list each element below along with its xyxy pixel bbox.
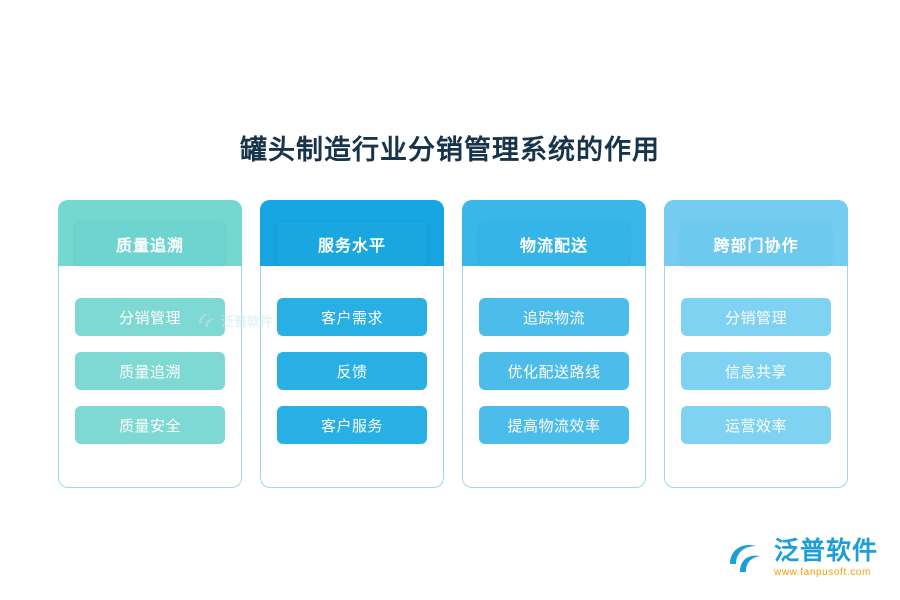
list-item[interactable]: 分销管理 (681, 298, 831, 336)
column-2-header: 服务水平 (277, 222, 427, 266)
brand-url: www.fanpusoft.com (773, 566, 871, 578)
columns-container: 质量追溯 分销管理 质量追溯 质量安全 服务水平 客户需求 反馈 客户服务 物流… (58, 200, 848, 488)
column-2-frame (260, 200, 444, 488)
column-1: 质量追溯 分销管理 质量追溯 质量安全 (58, 200, 242, 488)
column-1-header: 质量追溯 (75, 222, 225, 266)
column-4-items: 分销管理 信息共享 运营效率 (681, 298, 831, 444)
column-3-frame (462, 200, 646, 488)
column-3-header: 物流配送 (479, 222, 629, 266)
column-1-frame (58, 200, 242, 488)
list-item[interactable]: 质量追溯 (75, 352, 225, 390)
column-4: 跨部门协作 分销管理 信息共享 运营效率 (664, 200, 848, 488)
brand-name: 泛普软件 (773, 536, 878, 565)
column-3: 物流配送 追踪物流 优化配送路线 提高物流效率 (462, 200, 646, 488)
list-item[interactable]: 提高物流效率 (479, 406, 629, 444)
list-item[interactable]: 客户服务 (277, 406, 427, 444)
column-4-header: 跨部门协作 (681, 222, 831, 266)
brand-logo-text: 泛普软件 www.fanpusoft.com (773, 536, 878, 578)
page-title: 罐头制造行业分销管理系统的作用 (240, 135, 660, 165)
list-item[interactable]: 信息共享 (681, 352, 831, 390)
column-2-items: 客户需求 反馈 客户服务 (277, 298, 427, 444)
list-item[interactable]: 反馈 (277, 352, 427, 390)
list-item[interactable]: 质量安全 (75, 406, 225, 444)
list-item[interactable]: 追踪物流 (479, 298, 629, 336)
column-1-items: 分销管理 质量追溯 质量安全 (75, 298, 225, 444)
column-4-frame (664, 200, 848, 488)
list-item[interactable]: 客户需求 (277, 298, 427, 336)
brand-logo: 泛普软件 www.fanpusoft.com (726, 538, 878, 578)
list-item[interactable]: 优化配送路线 (479, 352, 629, 390)
list-item[interactable]: 分销管理 (75, 298, 225, 336)
list-item[interactable]: 运营效率 (681, 406, 831, 444)
column-3-items: 追踪物流 优化配送路线 提高物流效率 (479, 298, 629, 444)
column-2: 服务水平 客户需求 反馈 客户服务 (260, 200, 444, 488)
brand-logo-icon (726, 538, 766, 578)
